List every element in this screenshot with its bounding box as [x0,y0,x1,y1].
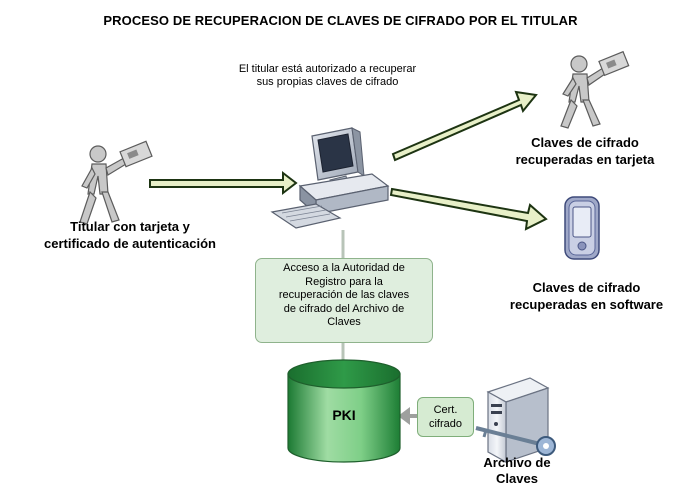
titular-label-line-2: certificado de autenticación [44,236,216,251]
cert-cifrado-box: Cert. cifrado [417,397,474,437]
card-recovered-label-line-2: recuperadas en tarjeta [515,152,655,167]
arrow-computer-to-software [389,187,548,231]
arrow-computer-to-card [391,90,538,162]
authorization-note: El titular está autorizado a recuperar s… [205,63,450,89]
software-recovered-label: Claves de cifrado recuperadas en softwar… [492,279,681,313]
registration-access-line-3: recuperación de las claves [278,289,410,301]
key-archive-label-line-1: Archivo de [483,455,551,470]
cert-line-1: Cert. [433,404,458,416]
registration-access-line-1: Acceso a la Autoridad de [283,262,405,274]
arrow-titular-to-computer [149,170,298,196]
authorization-note-line-1: El titular está autorizado a recuperar [238,63,417,75]
software-recovered-label-line-1: Claves de cifrado [532,280,641,295]
person-with-card-icon [79,140,153,225]
registration-access-line-4: de cifrado del Archivo de [283,302,405,315]
key-archive-label-line-2: Claves [496,471,538,486]
pki-label: PKI [332,407,356,423]
registration-access-line-2: Registro para la [305,275,383,288]
arrow-cert-to-pki [398,407,410,425]
pda-icon [564,196,600,260]
authorization-note-line-2: sus propias claves de cifrado [256,76,399,88]
card-recovered-label: Claves de cifrado recuperadas en tarjeta [490,134,680,168]
desktop-computer-icon [270,127,390,229]
person-with-card-icon-recipient [560,50,630,129]
titular-label-line-1: Titular con tarjeta y [70,219,190,234]
database-cylinder-icon [287,359,401,463]
card-recovered-label-line-1: Claves de cifrado [531,135,639,150]
cert-line-2: cifrado [428,418,463,430]
key-archive-label: Archivo de Claves [462,455,572,487]
key-icon [475,426,556,456]
software-recovered-label-line-2: recuperadas en software [509,297,664,312]
page-title: PROCESO DE RECUPERACION DE CLAVES DE CIF… [103,13,578,28]
registration-access-line-5: Claves [327,316,361,328]
titular-label: Titular con tarjeta y certificado de aut… [20,218,240,252]
registration-access-callout: Acceso a la Autoridad de Registro para l… [255,258,433,343]
